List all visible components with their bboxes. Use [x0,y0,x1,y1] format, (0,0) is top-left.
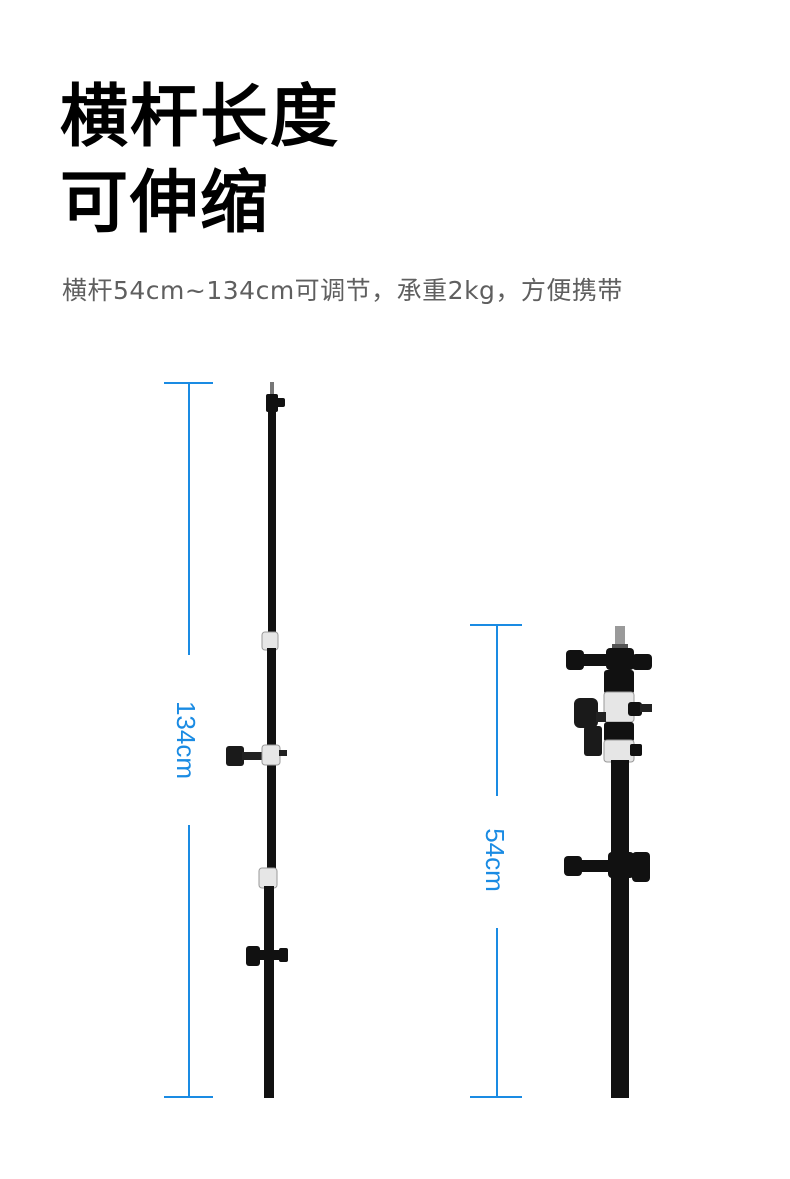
side-knob-2-collar [258,950,280,960]
clamp-lever-2 [279,750,287,756]
dimension-line-extended [164,382,213,1098]
pole-tip-stud [270,382,274,396]
pole-top-cap [266,394,278,412]
dimension-line-retracted [470,624,522,1098]
upper-clamp-right-knob [632,654,652,670]
title-line-1: 横杆长度 [60,78,341,157]
spigot-stud [615,626,625,648]
extended-length-label: 134cm [171,700,201,780]
lower-knob-arm [580,860,612,872]
subtitle: 横杆54cm~134cm可调节，承重2kg，方便携带 [62,276,623,305]
retracted-length-label: 54cm [480,828,510,892]
white-clamp-lever [640,704,652,712]
side-knob-stem-1 [242,752,262,760]
lower-clamp-body [608,852,634,878]
side-knob-1 [226,746,244,766]
title-line-2: 可伸缩 [60,164,271,243]
pole-tube [611,760,629,1098]
white-clamp-screw [628,702,642,716]
extended-boom-pole [226,382,288,1098]
side-knob-2-left [246,946,260,966]
mid-block [604,722,634,742]
upper-clamp-left-knob [566,650,584,670]
lower-knob-left [564,856,582,876]
upper-clamp-body [606,648,634,670]
pole-section-3 [264,886,274,1098]
white-clamp-2-knob [630,744,642,756]
side-knob-stem [596,712,606,722]
section-clamp-2 [261,744,281,766]
side-knob-grip [584,726,602,756]
pole-section-1 [268,410,276,642]
head-block [604,670,634,694]
side-knob-large [574,698,598,728]
top-knob [276,398,285,407]
upper-clamp-left-arm [582,654,612,666]
section-clamp-3 [258,867,278,889]
side-knob-2-right [279,948,288,962]
white-clamp-2 [603,739,635,763]
retracted-boom-pole [564,626,652,1098]
lower-knob-right [632,852,650,882]
section-clamp-1 [261,631,279,651]
